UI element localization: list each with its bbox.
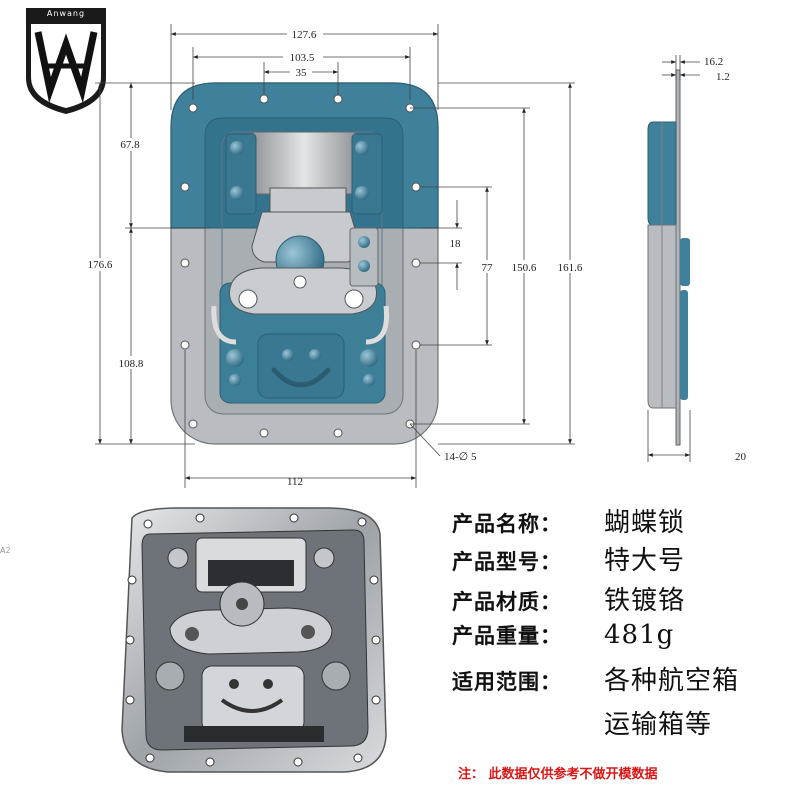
dim-center-span: 35 xyxy=(296,67,308,79)
stray-mark: A2 xyxy=(0,546,11,555)
dim-outer-height: 161.6 xyxy=(558,262,583,274)
spec-value: 铁镀铬 xyxy=(604,586,686,616)
dim-lower-height: 108.8 xyxy=(119,358,144,370)
dim-side-thickness: 16.2 xyxy=(704,56,723,68)
spec-label: 产品名称： xyxy=(452,512,562,536)
latch-side-view xyxy=(647,69,690,446)
dim-holes: 14-∅ 5 xyxy=(444,451,477,463)
spec-row-usage: 适用范围： 各种航空箱 xyxy=(452,660,739,697)
spec-value: 各种航空箱 xyxy=(604,666,740,696)
dimension-labels: 127.6 103.5 35 112 67.8 176.6 108.8 18 7… xyxy=(82,27,747,488)
spec-row-material: 产品材质： 铁镀铬 xyxy=(452,580,685,617)
spec-label: 产品材质： xyxy=(452,590,562,614)
spec-value: 蝴蝶锁 xyxy=(604,508,686,538)
dim-base-width: 112 xyxy=(287,476,303,488)
brand-name: Anwang xyxy=(46,9,86,18)
dim-inner-height: 150.6 xyxy=(512,262,537,274)
spec-row-model: 产品型号： 特大号 xyxy=(452,540,685,577)
spec-value: 特大号 xyxy=(604,546,686,576)
dim-total-height: 176.6 xyxy=(88,259,113,271)
latch-front-view xyxy=(170,82,439,445)
spec-label: 产品型号： xyxy=(452,550,562,574)
brand-logo xyxy=(26,8,106,114)
disclaimer-note: 注： 此数据仅供参考不做开模数据 xyxy=(458,767,658,782)
spec-value: 481g xyxy=(604,620,675,650)
spec-label: 适用范围： xyxy=(452,670,562,694)
spec-row-usage-cont: 运输箱等 xyxy=(452,704,712,741)
dim-upper-height: 67.8 xyxy=(120,139,140,151)
dim-travel: 77 xyxy=(482,262,494,274)
dim-hole-span: 103.5 xyxy=(290,52,315,64)
dim-plate-thickness: 1.2 xyxy=(716,71,730,83)
dim-step: 18 xyxy=(450,238,462,250)
spec-row-name: 产品名称： 蝴蝶锁 xyxy=(452,502,685,539)
dim-depth: 20 xyxy=(735,451,747,463)
spec-value: 运输箱等 xyxy=(604,710,713,740)
product-photo xyxy=(121,507,387,773)
dim-overall-width: 127.6 xyxy=(292,29,317,41)
spec-label: 产品重量： xyxy=(452,624,562,648)
spec-row-weight: 产品重量： 481g xyxy=(452,620,674,650)
